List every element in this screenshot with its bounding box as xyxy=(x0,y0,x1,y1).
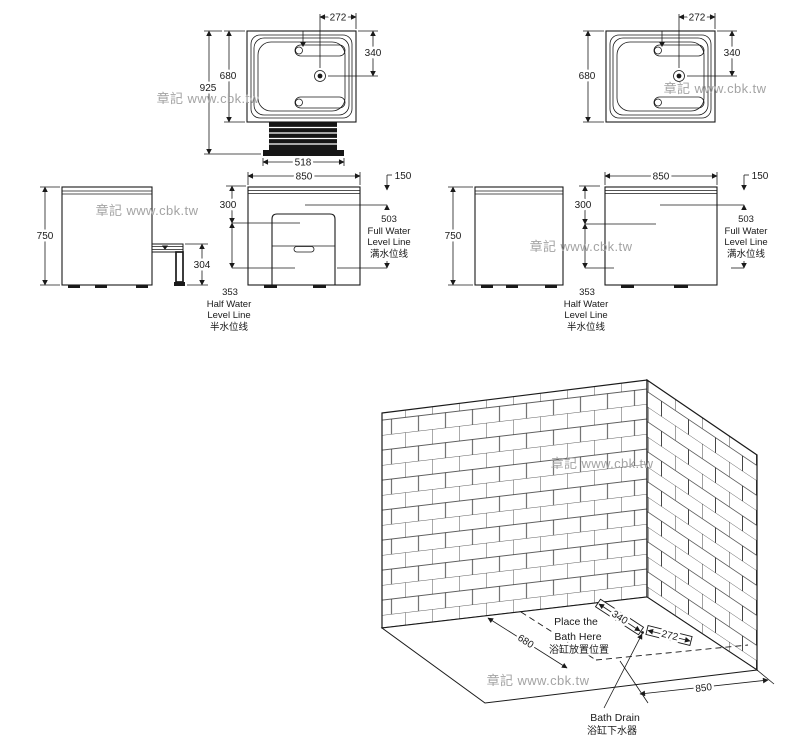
dim-iso-850: 850 xyxy=(695,682,713,695)
watermarks: 章記 www.cbk.tw 章記 www.cbk.tw 章記 www.cbk.t… xyxy=(96,81,767,688)
bath-outline-dashed-front xyxy=(595,644,749,661)
place-bath-label-1: Place the xyxy=(554,616,598,628)
dim-front-right-353: 353 xyxy=(579,287,595,298)
side-view-left: 304 750 xyxy=(34,186,213,288)
dim-front-left-300: 300 xyxy=(220,200,237,211)
half-water-label-left-zh: 半水位线 xyxy=(210,321,249,333)
place-bath-label-2: Bath Here xyxy=(554,631,601,643)
plan-view-left: 272 340 680 925 518 xyxy=(197,10,384,171)
dim-front-right-503: 503 xyxy=(738,214,754,225)
bath-drain-leader xyxy=(603,633,643,709)
half-water-label-right-1: Half Water xyxy=(564,299,609,310)
watermark-side-left: 章記 www.cbk.tw xyxy=(96,203,199,218)
watermark-plan-left: 章記 www.cbk.tw xyxy=(157,91,260,106)
iso-installation-view: 680 340 272 850 Place the Bath Here 浴缸放置… xyxy=(380,378,775,739)
dim-front-left-503: 503 xyxy=(381,214,397,225)
full-water-label-left-1: Full Water xyxy=(368,226,411,237)
half-water-label-right-2: Level Line xyxy=(564,310,607,321)
watermark-iso-wall: 章記 www.cbk.tw xyxy=(551,456,654,471)
half-water-label-left-1: Half Water xyxy=(207,299,252,310)
dim-plan-left-340: 340 xyxy=(365,48,382,59)
dim-front-left-353: 353 xyxy=(222,287,238,298)
place-bath-label-zh: 浴缸放置位置 xyxy=(549,643,609,656)
dim-front-right-300: 300 xyxy=(575,200,592,211)
dim-plan-right-272: 272 xyxy=(689,13,706,24)
half-water-label-left-2: Level Line xyxy=(207,310,250,321)
bath-drain-label-zh: 浴缸下水器 xyxy=(587,724,637,737)
full-water-label-right-2: Level Line xyxy=(724,237,767,248)
side-step xyxy=(151,243,185,286)
half-water-label-right-zh: 半水位线 xyxy=(567,321,606,333)
full-water-label-right-zh: 满水位线 xyxy=(727,248,766,260)
bath-drain-point xyxy=(641,631,644,634)
plan-step-block xyxy=(263,122,344,156)
dim-plan-left-518: 518 xyxy=(295,158,312,169)
dim-side-right-750: 750 xyxy=(445,231,462,242)
plan-view-right: 272 340 680 xyxy=(576,10,743,123)
drain-plan-left xyxy=(314,70,326,82)
dim-front-right-150: 150 xyxy=(752,171,769,182)
bath-drain-label-1: Bath Drain xyxy=(590,712,640,724)
dim-front-left-150: 150 xyxy=(395,171,412,182)
brick-wall-left xyxy=(381,379,648,629)
watermark-plan-right: 章記 www.cbk.tw xyxy=(664,81,767,96)
dim-plan-left-925: 925 xyxy=(200,83,217,94)
full-water-label-left-2: Level Line xyxy=(367,237,410,248)
front-view-right: 850 150 503 Full Water Level Line 满水位线 3… xyxy=(562,169,772,336)
dim-side-left-304: 304 xyxy=(194,260,211,271)
dim-front-left-850: 850 xyxy=(296,172,313,183)
dim-front-right-850: 850 xyxy=(653,172,670,183)
front-view-left: 850 150 503 Full Water Level Line 满水位线 3… xyxy=(205,169,415,336)
front-seat-outline xyxy=(271,213,336,285)
dim-plan-left-272: 272 xyxy=(330,13,347,24)
full-water-label-left-zh: 满水位线 xyxy=(370,248,409,260)
overflow-marker-triangle xyxy=(300,42,306,47)
full-water-label-right-1: Full Water xyxy=(725,226,768,237)
dim-side-left-750: 750 xyxy=(37,231,54,242)
watermark-side-right: 章記 www.cbk.tw xyxy=(530,239,633,254)
seat-handle xyxy=(293,246,315,253)
side-view-right: 750 xyxy=(442,186,564,288)
drain-plan-right xyxy=(673,70,685,82)
dim-plan-left-680: 680 xyxy=(220,71,237,82)
dim-plan-right-680: 680 xyxy=(579,71,596,82)
watermark-iso-floor: 章記 www.cbk.tw xyxy=(487,673,590,688)
dim-plan-right-340: 340 xyxy=(724,48,741,59)
